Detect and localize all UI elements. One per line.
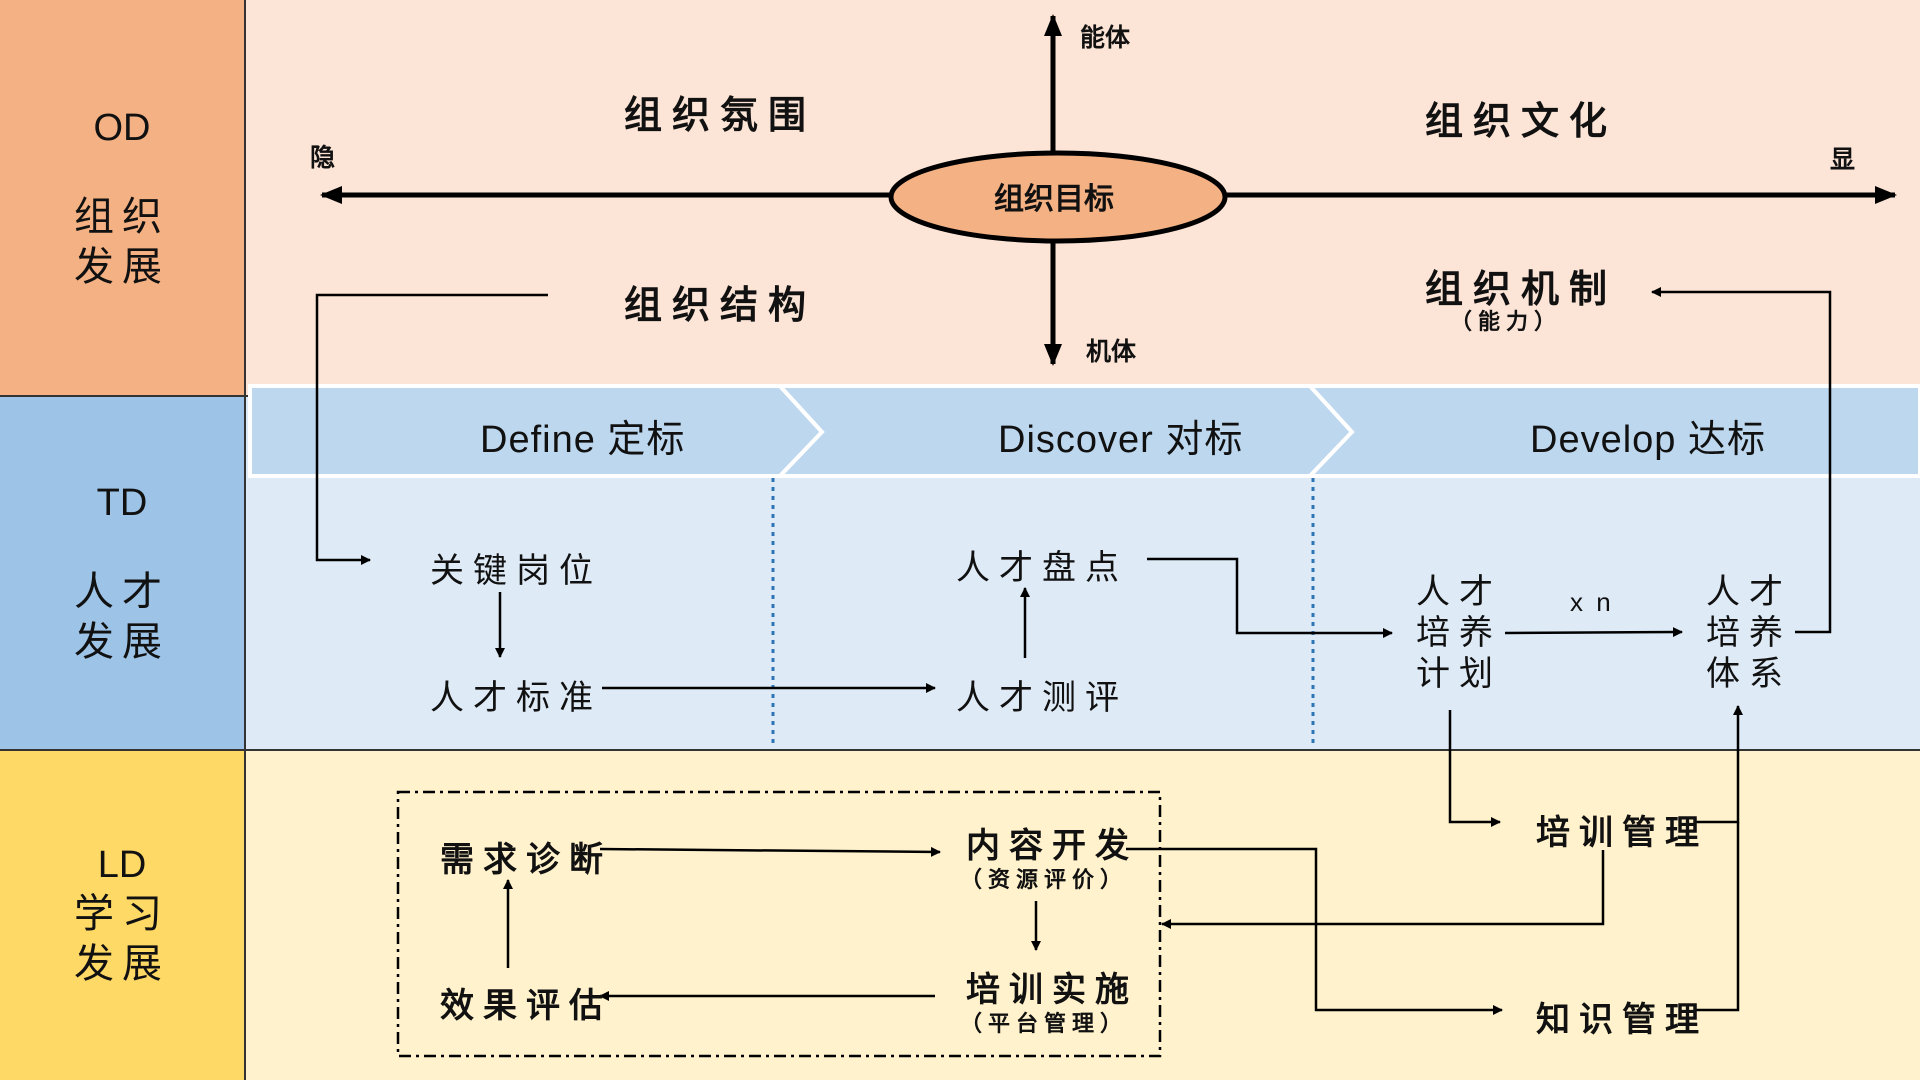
phase-develop-label: Develop 达标: [1530, 419, 1766, 461]
org-mechanism-label: 组织机制: [1425, 269, 1618, 311]
od-title-line2: 发展: [74, 245, 170, 289]
content-development-node: 内容开发: [966, 827, 1138, 865]
plan-to-system-arrow: [1504, 627, 1683, 638]
training-system-node: 人才 培养 体系: [1706, 573, 1792, 693]
training-implementation-node: 培训实施: [966, 971, 1138, 1009]
td-section-label: TD 人才 发展: [0, 396, 246, 750]
training-plan-node: 人才 培养 计划: [1416, 573, 1502, 693]
repeat-label: x n: [1570, 587, 1614, 617]
od-code: OD: [93, 107, 151, 149]
ld-band: [0, 750, 1920, 1080]
phase-define-label: Define 定标: [480, 419, 686, 461]
org-structure-label: 组织结构: [624, 285, 817, 327]
training-management-node: 培训管理: [1536, 814, 1708, 852]
axis-bottom-label: 机体: [1086, 338, 1137, 366]
td-code: TD: [96, 482, 148, 524]
phase-discover-label: Discover 对标: [998, 419, 1244, 461]
training-mgmt-to-cycle-arrow: [1161, 850, 1605, 929]
org-goal-label: 组织目标: [994, 183, 1114, 216]
od-title-line1: 组织: [74, 195, 170, 239]
ld-code: LD: [97, 844, 147, 886]
key-positions-node: 关键岗位: [430, 552, 602, 590]
training-implementation-note: （平台管理）: [960, 1011, 1129, 1036]
needs-diagnosis-node: 需求诊断: [440, 841, 612, 879]
org-climate-label: 组织氛围: [624, 95, 817, 137]
axis-left-label: 隐: [310, 144, 336, 172]
ld-section-label: LD 学习 发展: [0, 750, 246, 1080]
talent-assessment-node: 人才测评: [956, 679, 1128, 717]
diagnosis-to-content-arrow: [599, 846, 941, 857]
axis-top-label: 能体: [1080, 24, 1131, 52]
td-title-line2: 发展: [74, 620, 170, 664]
knowledge-management-node: 知识管理: [1536, 1001, 1708, 1039]
phase-develop-chevron: [1305, 384, 1920, 478]
review-to-plan-arrow: [1147, 557, 1393, 638]
od-section-label: OD 组织 发展: [0, 0, 246, 396]
content-to-knowledge-mgmt-arrow: [1126, 847, 1503, 1015]
knowledge-mgmt-to-system-line: [1695, 822, 1740, 1012]
td-ld-separator: [0, 749, 1920, 751]
system-to-org-mechanism-arrow: [1651, 287, 1832, 634]
axis-right-label: 显: [1830, 146, 1856, 174]
org-goal-ellipse: [888, 150, 1228, 244]
ld-title-line2: 发展: [74, 942, 170, 986]
org-mechanism-note: （能力）: [1450, 309, 1563, 334]
org-culture-label: 组织文化: [1425, 101, 1618, 143]
ld-cycle-frame: [396, 790, 1162, 1058]
effect-evaluation-node: 效果评估: [440, 987, 612, 1025]
td-title-line1: 人才: [74, 570, 170, 614]
ld-title-line1: 学习: [74, 892, 170, 936]
content-development-note: （资源评价）: [960, 867, 1129, 892]
org-structure-to-key-positions-arrow: [315, 293, 548, 565]
talent-review-node: 人才盘点: [956, 549, 1128, 587]
plan-to-training-mgmt-arrow: [1448, 710, 1501, 827]
talent-standard-node: 人才标准: [430, 679, 602, 717]
